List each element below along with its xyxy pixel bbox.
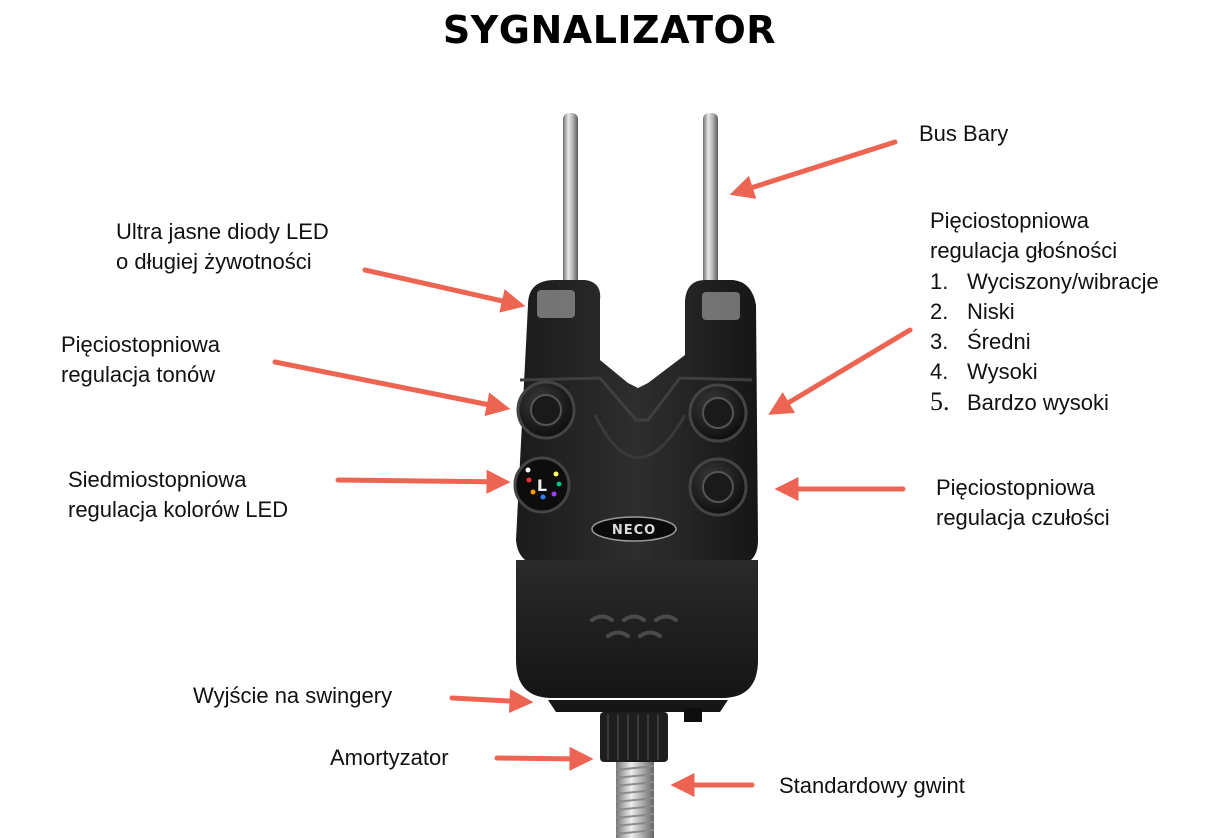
label-volume-line1: Pięciostopniowa bbox=[930, 206, 1089, 236]
label-tone-line2: regulacja tonów bbox=[61, 360, 215, 390]
label-swinger-output: Wyjście na swingery bbox=[193, 681, 392, 711]
label-tone-line1: Pięciostopniowa bbox=[61, 330, 220, 360]
arrow-swinger-output bbox=[452, 693, 528, 709]
volume-level-text: Średni bbox=[967, 329, 1031, 354]
sensitivity-knob bbox=[690, 459, 746, 515]
volume-level-item: 5.Bardzo wysoki bbox=[930, 387, 1159, 418]
volume-level-item: 2.Niski bbox=[930, 297, 1159, 327]
volume-level-item: 4.Wysoki bbox=[930, 357, 1159, 387]
arrow-shock-absorber bbox=[497, 751, 588, 767]
volume-level-text: Wyciszony/wibracje bbox=[967, 269, 1159, 294]
arrow-bus-bars bbox=[735, 142, 895, 196]
label-volume-line2: regulacja głośności bbox=[930, 236, 1117, 266]
arrow-led-color bbox=[338, 474, 505, 490]
volume-level-text: Wysoki bbox=[967, 359, 1038, 384]
left-bus-bar bbox=[563, 113, 578, 293]
volume-level-text: Bardzo wysoki bbox=[967, 390, 1109, 415]
led-window-left bbox=[537, 290, 575, 318]
label-sensitivity-line2: regulacja czułości bbox=[936, 503, 1110, 533]
volume-level-number: 5. bbox=[930, 387, 967, 417]
label-led-line1: Ultra jasne diody LED bbox=[116, 217, 329, 247]
volume-level-item: 3.Średni bbox=[930, 327, 1159, 357]
label-bus-bars: Bus Bary bbox=[919, 119, 1008, 149]
volume-level-number: 3. bbox=[930, 327, 967, 357]
label-color-line2: regulacja kolorów LED bbox=[68, 495, 288, 525]
volume-level-number: 2. bbox=[930, 297, 967, 327]
led-color-knob: L bbox=[515, 458, 569, 512]
tone-knob bbox=[518, 382, 574, 438]
volume-knob bbox=[690, 385, 746, 441]
volume-level-number: 4. bbox=[930, 357, 967, 387]
led-dial-letter: L bbox=[537, 476, 547, 495]
volume-level-item: 1.Wyciszony/wibracje bbox=[930, 267, 1159, 297]
volume-level-list: 1.Wyciszony/wibracje 2.Niski 3.Średni 4.… bbox=[930, 267, 1159, 418]
led-window-right bbox=[702, 292, 740, 320]
label-standard-thread: Standardowy gwint bbox=[779, 771, 965, 801]
arrow-volume bbox=[773, 330, 910, 412]
volume-level-number: 1. bbox=[930, 267, 967, 297]
arrow-led bbox=[365, 270, 520, 309]
arrow-sensitivity bbox=[780, 481, 903, 497]
label-shock-absorber: Amortyzator bbox=[330, 743, 449, 773]
alarm-lower-housing bbox=[516, 560, 758, 698]
volume-level-text: Niski bbox=[967, 299, 1015, 324]
label-led-line2: o długiej żywotności bbox=[116, 247, 312, 277]
arrow-tone bbox=[275, 362, 505, 413]
arrow-standard-thread bbox=[676, 777, 752, 793]
brand-logo: NECO bbox=[612, 523, 656, 538]
right-bus-bar bbox=[703, 113, 718, 293]
label-color-line1: Siedmiostopniowa bbox=[68, 465, 247, 495]
label-sensitivity-line1: Pięciostopniowa bbox=[936, 473, 1095, 503]
